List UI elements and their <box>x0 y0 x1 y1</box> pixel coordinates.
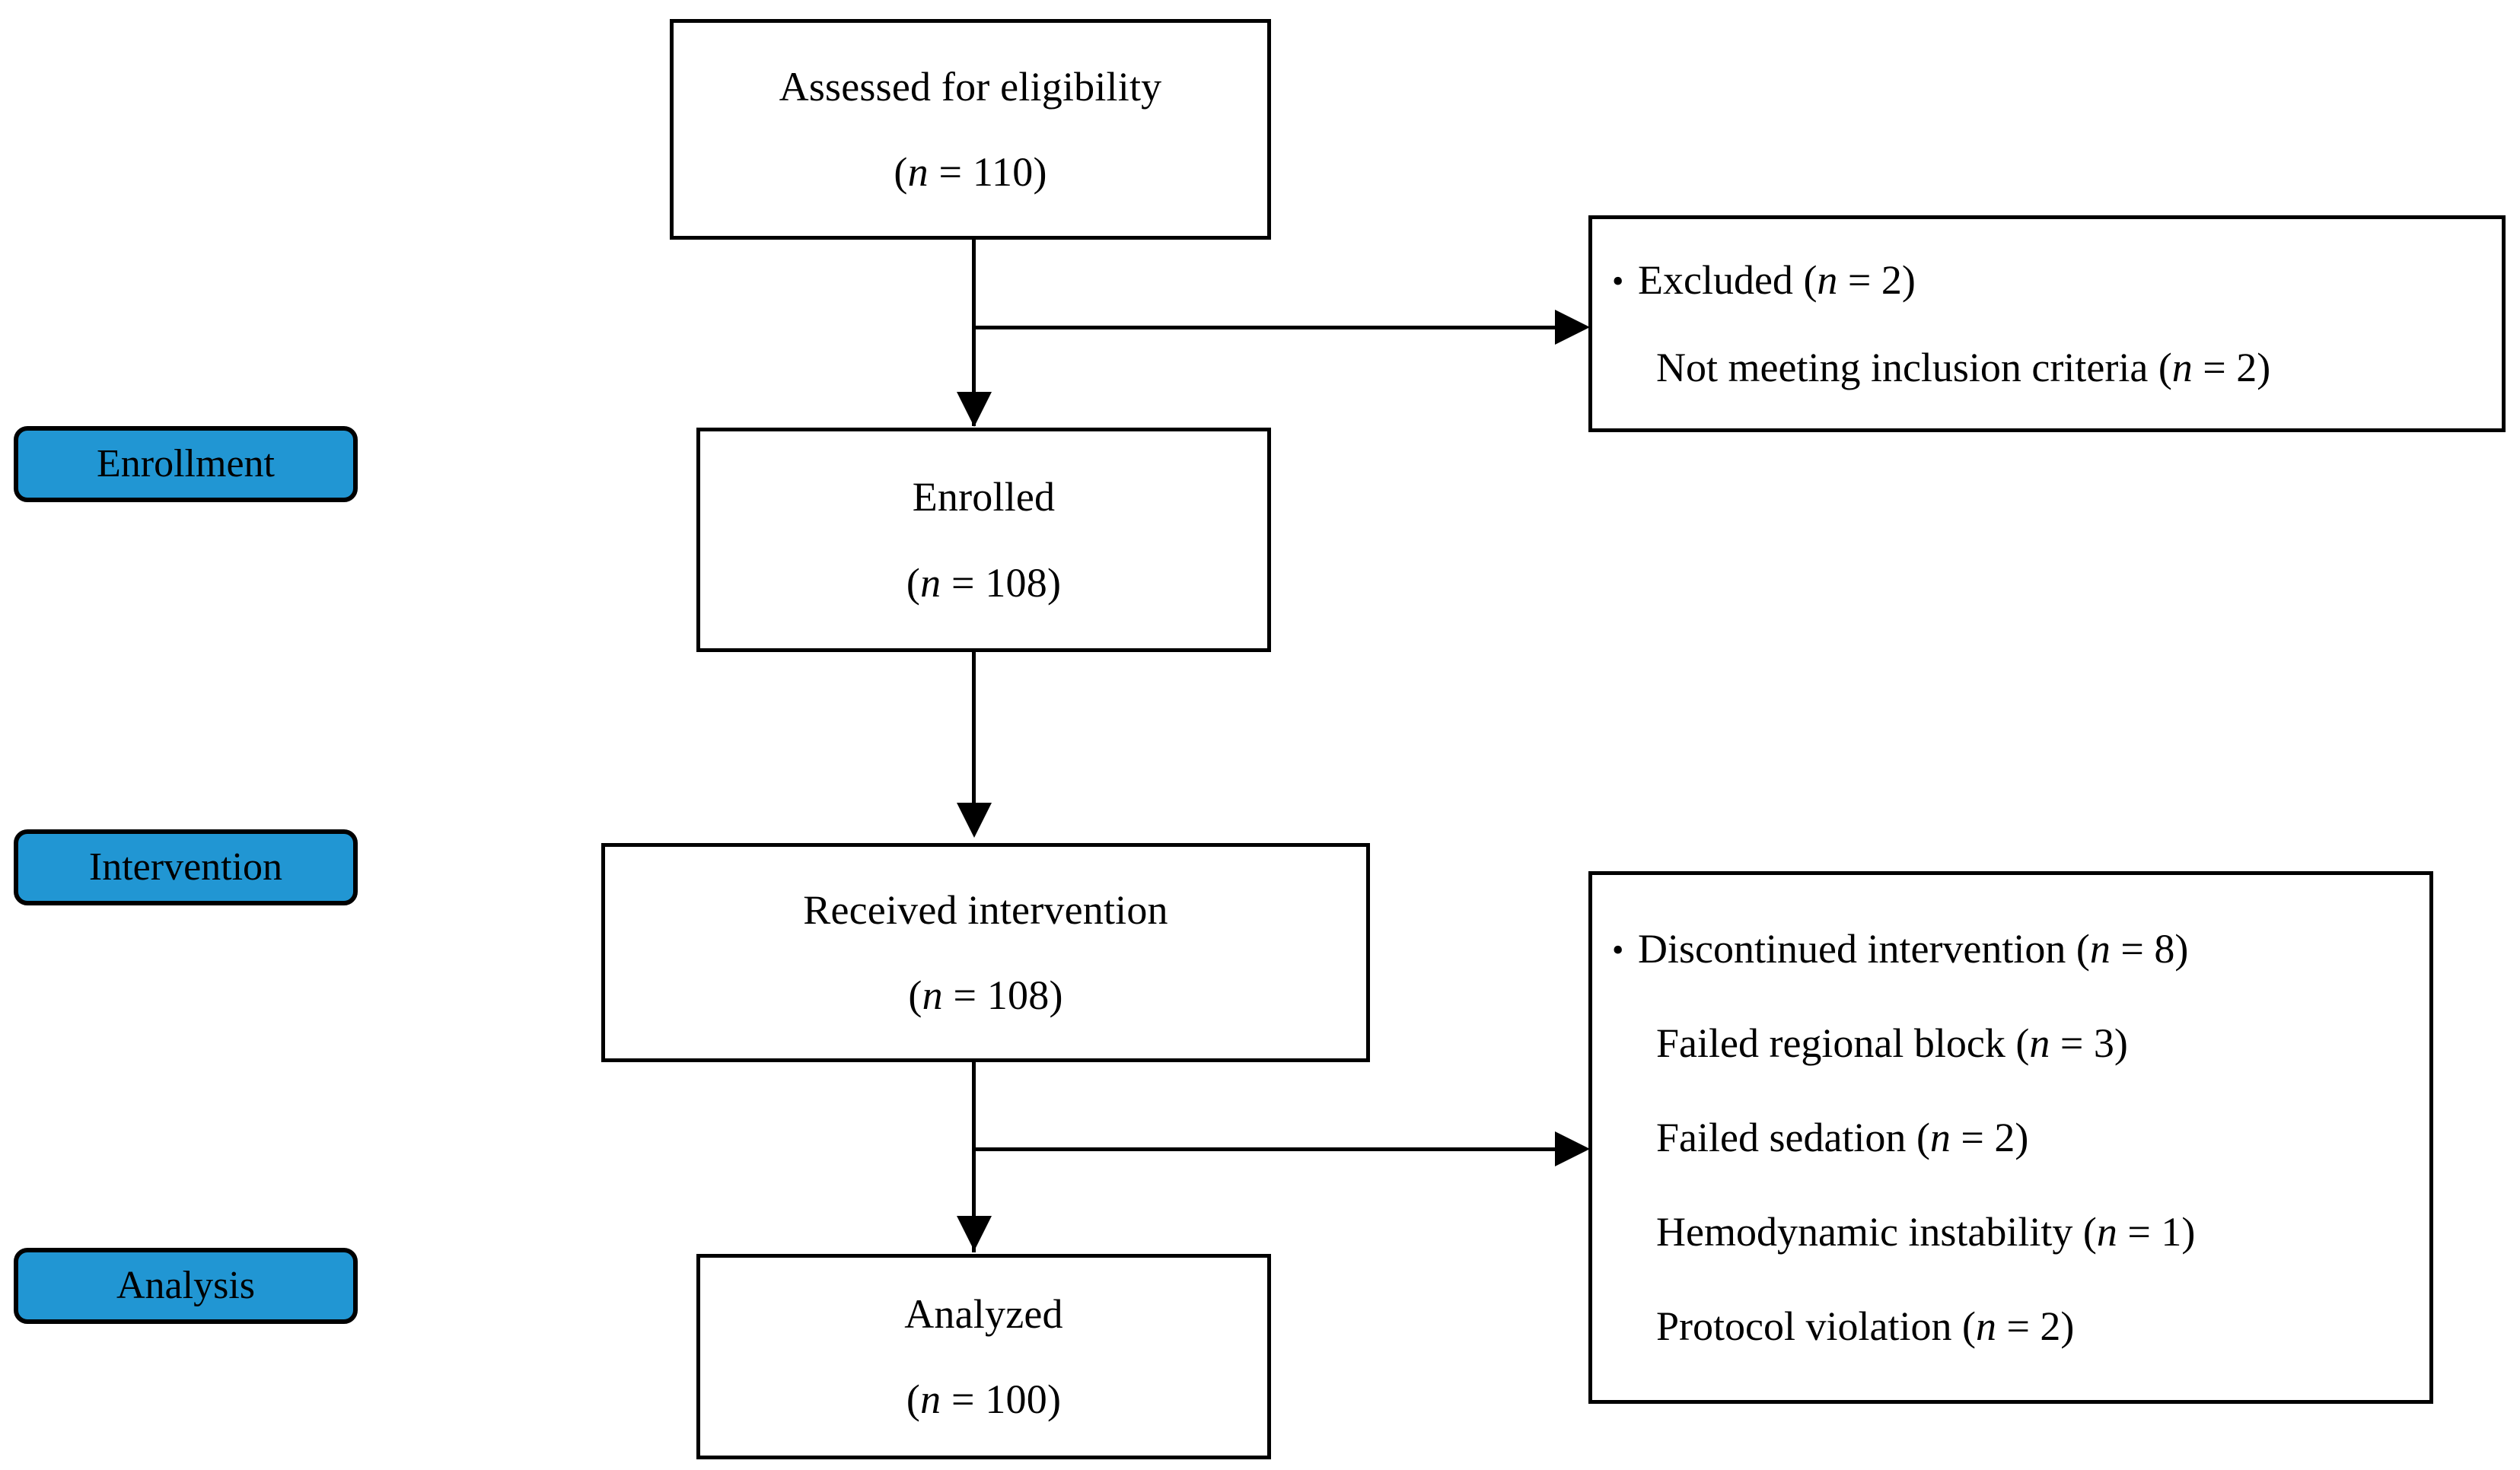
arrow-assessed-to-excluded <box>1555 310 1590 345</box>
connector-received-to-analyzed-vertical <box>972 1062 976 1252</box>
box-received-count: (n = 108) <box>908 972 1063 1018</box>
discontinued-line-1: Discontinued intervention (n = 8) <box>1612 925 2413 972</box>
note-box-discontinued: Discontinued intervention (n = 8) Failed… <box>1588 871 2433 1404</box>
discontinued-line-3: Failed sedation (n = 2) <box>1656 1114 2029 1160</box>
note-box-excluded: Excluded (n = 2) Not meeting inclusion c… <box>1588 215 2506 432</box>
arrow-enrolled-to-received <box>957 803 992 838</box>
box-enrolled-title: Enrolled <box>912 474 1056 520</box>
discontinued-line-5: Protocol violation (n = 2) <box>1656 1303 2075 1350</box>
box-analyzed-count: (n = 100) <box>906 1376 1062 1422</box>
excluded-line-1: Excluded (n = 2) <box>1612 256 2485 304</box>
connector-received-to-discontinued-horizontal <box>972 1147 1558 1151</box>
stage-badge-intervention-label: Intervention <box>88 845 283 889</box>
box-enrolled-count: (n = 108) <box>906 559 1062 606</box>
connector-assessed-to-excluded-horizontal <box>972 326 1558 329</box>
box-enrolled: Enrolled (n = 108) <box>696 428 1271 652</box>
arrow-received-to-analyzed <box>957 1216 992 1251</box>
box-assessed-count: (n = 110) <box>894 149 1047 195</box>
box-assessed-title: Assessed for eligibility <box>779 63 1162 110</box>
arrow-received-to-discontinued <box>1555 1131 1590 1166</box>
stage-badge-intervention: Intervention <box>14 829 358 905</box>
box-received-title: Received intervention <box>803 886 1168 933</box>
discontinued-line-2: Failed regional block (n = 3) <box>1656 1020 2128 1066</box>
connector-assessed-to-enrolled-vertical <box>972 240 976 426</box>
box-assessed-for-eligibility: Assessed for eligibility (n = 110) <box>670 19 1271 240</box>
box-analyzed-title: Analyzed <box>904 1290 1063 1337</box>
box-analyzed: Analyzed (n = 100) <box>696 1254 1271 1459</box>
connector-enrolled-to-received-vertical <box>972 652 976 808</box>
box-received-intervention: Received intervention (n = 108) <box>601 843 1370 1062</box>
stage-badge-analysis-label: Analysis <box>116 1264 255 1307</box>
discontinued-line-4: Hemodynamic instability (n = 1) <box>1656 1209 2196 1255</box>
stage-badge-enrollment: Enrollment <box>14 426 358 502</box>
stage-badge-analysis: Analysis <box>14 1248 358 1324</box>
arrow-assessed-to-enrolled <box>957 392 992 427</box>
excluded-line-2: Not meeting inclusion criteria (n = 2) <box>1656 344 2271 390</box>
stage-badge-enrollment-label: Enrollment <box>97 442 275 485</box>
